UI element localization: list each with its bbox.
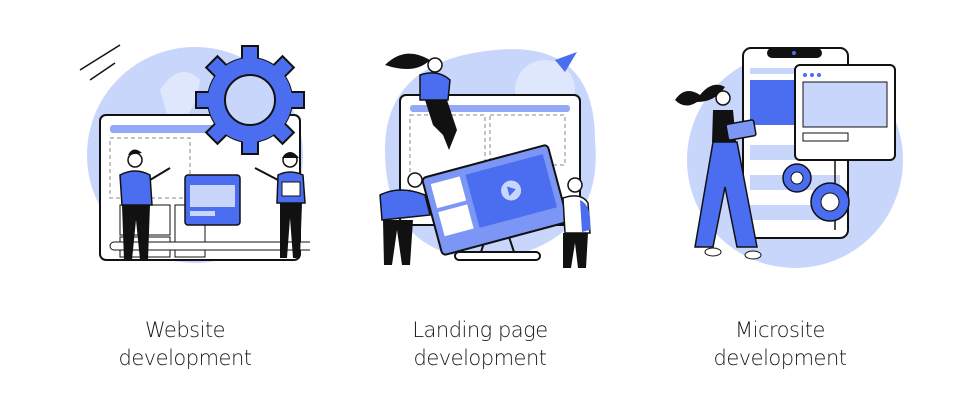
microsite-development-panel: Microsite development xyxy=(630,0,930,410)
microsite-development-caption: Microsite development xyxy=(630,316,930,372)
caption-line-2: development xyxy=(118,346,252,370)
website-development-panel: Website development xyxy=(35,0,335,410)
caption-line-1: Microsite xyxy=(735,318,825,342)
landing-page-development-illustration xyxy=(379,49,596,268)
landing-page-development-panel: Landing page development xyxy=(330,0,630,410)
website-development-illustration xyxy=(79,44,310,263)
microsite-development-illustration xyxy=(675,47,903,268)
caption-line-2: development xyxy=(713,346,847,370)
landing-page-development-caption: Landing page development xyxy=(330,316,630,372)
caption-line-1: Website xyxy=(144,318,226,342)
website-development-caption: Website development xyxy=(35,316,335,372)
caption-line-1: Landing page xyxy=(412,318,548,342)
caption-line-2: development xyxy=(413,346,547,370)
